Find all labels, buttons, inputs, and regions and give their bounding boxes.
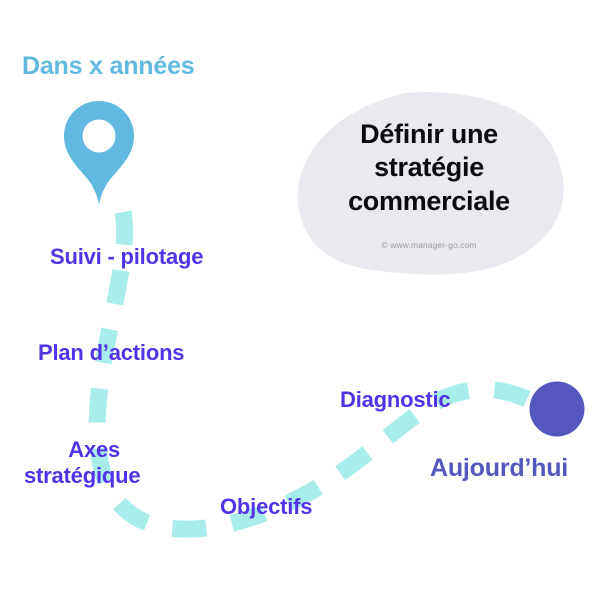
filled-circle-icon: [529, 381, 585, 437]
today-title: Aujourd’hui: [430, 454, 569, 482]
blob-heading-line3: commerciale: [348, 185, 510, 216]
step-label-objectifs: Objectifs: [220, 494, 313, 519]
map-pin-icon: [64, 101, 134, 205]
step-label-axes-line1: Axes: [68, 437, 121, 462]
step-label-plan-actions: Plan d’actions: [38, 340, 185, 365]
strategy-blob-shape: [297, 92, 564, 275]
copyright-credit: © www.manager-go.com: [381, 240, 477, 250]
future-horizon-title: Dans x années: [22, 52, 195, 80]
strategy-blob-heading: Définir une stratégie commerciale: [316, 118, 542, 218]
blob-heading-line1: Définir une: [360, 119, 498, 149]
step-label-diagnostic: Diagnostic: [340, 387, 451, 412]
step-label-axes-strategique: Axes stratégique: [24, 437, 141, 489]
step-label-suivi: Suivi - pilotage: [50, 244, 204, 269]
blob-heading-line2: stratégie: [374, 152, 484, 183]
step-label-axes-line2: stratégique: [24, 462, 141, 488]
